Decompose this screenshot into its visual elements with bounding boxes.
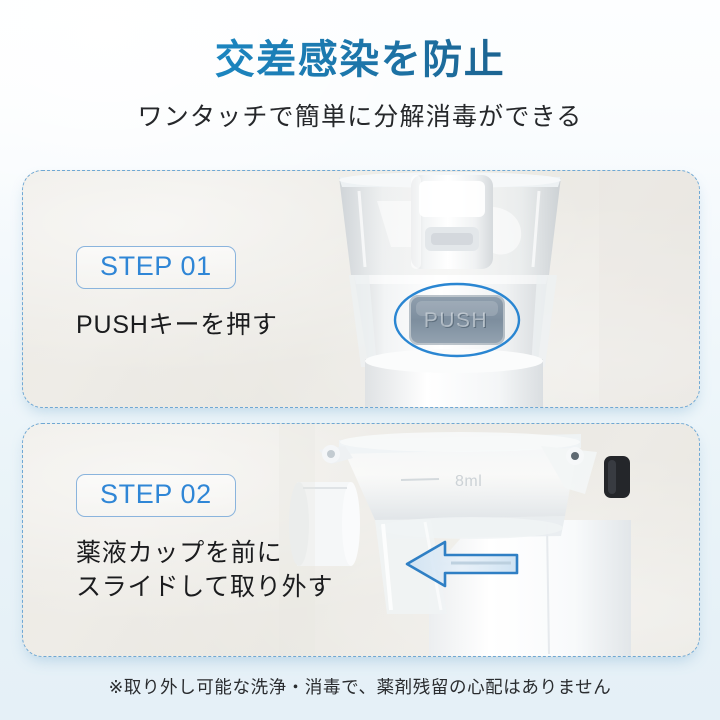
step-1-badge: STEP 01 <box>76 246 236 289</box>
step-card-2: 8ml <box>22 423 700 657</box>
step-2-text: STEP 02 薬液カップを前に スライドして取り外す <box>76 474 333 604</box>
step-2-badge: STEP 02 <box>76 474 236 517</box>
cup-volume-label: 8ml <box>455 473 482 490</box>
footer-note: ※取り外し可能な洗浄・消毒で、薬剤残留の心配はありません <box>108 677 612 697</box>
medicine-cup-slide-photo: 8ml <box>279 424 699 656</box>
nebulizer-push-button-photo: PUSH PUSH <box>299 171 699 407</box>
page-title: 交差感染を防止 <box>0 38 720 83</box>
step-2-description: 薬液カップを前に スライドして取り外す <box>76 539 334 601</box>
step-card-1: PUSH PUSH STEP 01 PUSHキーを押す <box>22 170 700 408</box>
header: 交差感染を防止 ワンタッチで簡単に分解消毒ができる <box>0 38 720 133</box>
step-1-description: PUSHキーを押す <box>76 311 278 339</box>
page-subtitle: ワンタッチで簡単に分解消毒ができる <box>137 103 583 131</box>
step-1-text: STEP 01 PUSHキーを押す <box>76 246 278 342</box>
svg-text:PUSH: PUSH <box>424 309 488 332</box>
